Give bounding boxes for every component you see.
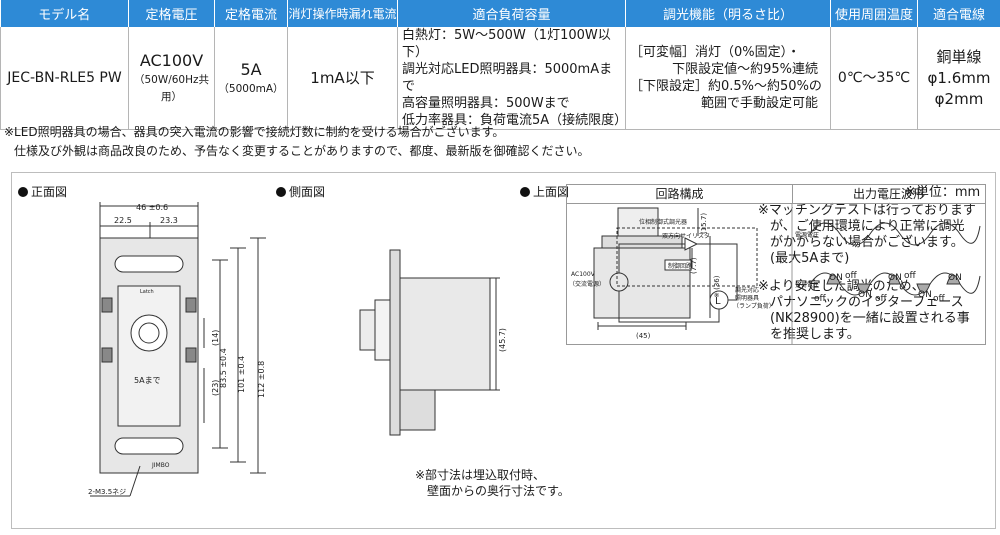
source-label: AC100V [571, 271, 596, 278]
wave-off-label: off [845, 271, 858, 281]
wave-on-label: ON [888, 273, 902, 283]
wave-off-label: off [904, 271, 917, 281]
unit-note: ※単位：mm [905, 185, 981, 200]
load-line: 調光対応LED照明器具：5000mAまで [402, 62, 613, 94]
drawing-panel [11, 172, 996, 529]
load-cell: 白熱灯：5W～500W（1灯100W以下） 調光対応LED照明器具：5000mA… [397, 27, 626, 130]
wire-line: φ2mm [934, 89, 984, 108]
dim-36: ※ (36) [713, 275, 721, 298]
dim-14: (14) [211, 330, 220, 346]
matching-note: ※マッチングテストは行っております が、ご使用環境により正常に調光 がかからない… [758, 203, 976, 266]
dim-w-total: 46 ±0.6 [136, 203, 168, 212]
voltage-value: AC100V [139, 51, 204, 70]
bullet-icon [18, 187, 28, 197]
load-line: 白熱灯：5W～500W（1灯100W以下） [402, 28, 611, 60]
header-dimming: 調光機能（明るさ比） [625, 0, 831, 27]
voltage-sub: （50W/60Hz共用） [133, 74, 210, 103]
current-cell: 5A （5000mA） [214, 27, 288, 130]
dim-7-7: (7.7) [690, 257, 698, 274]
dim-15-7: (15.7) [700, 213, 708, 234]
side-view-drawing: (45.7) [359, 249, 507, 436]
bullet-icon [520, 187, 530, 197]
dim-45-7: (45.7) [498, 328, 507, 352]
dimming-line: 範囲で手動設定可能 [700, 96, 818, 111]
lamp-symbol: L [715, 296, 721, 307]
dim-h2: 101 ±0.4 [237, 356, 246, 393]
dim-w-right: 23.3 [160, 216, 178, 225]
dimming-line: 下限設定値～約95%連続 [672, 62, 818, 77]
spec-value-row: JEC-BN-RLE5 PW AC100V （50W/60Hz共用） 5A （5… [0, 27, 1000, 130]
latch-label: Latch [140, 289, 154, 295]
brand-label: JIMBO [151, 462, 170, 469]
notes: ※LED照明器具の場合、器具の突入電流の影響で接続灯数に制約を受ける場合がござい… [4, 123, 590, 161]
top-view-title: 上面図 [520, 183, 569, 200]
header-current: 定格電流 [214, 0, 288, 27]
header-temp: 使用周囲温度 [830, 0, 918, 27]
current-value: 5A [240, 59, 262, 79]
waveform-title: 出力電圧波形 [793, 185, 985, 204]
triac-label: 双方向サイリスタ [662, 232, 710, 240]
circuit-box: 回路構成 出力電圧波形 位相制御式調光器 双方向サイリスタ 制御回路 AC100… [566, 184, 986, 345]
dimming-line: ［可変幅］消灯（0%固定）・ [630, 45, 801, 60]
header-model: モデル名 [0, 0, 129, 27]
header-wire: 適合電線 [917, 0, 1000, 27]
wave-load-label: 負荷電圧 [795, 281, 819, 289]
side-view-title: 側面図 [276, 183, 325, 200]
circuit-diagram: 位相制御式調光器 双方向サイリスタ 制御回路 AC100V （交流電源） L 調… [569, 204, 981, 344]
wire-cell: 銅単線 φ1.6mm φ2mm [917, 27, 1000, 130]
note-line: 仕様及び外観は商品改良のため、予告なく変更することがありますので、都度、最新版を… [14, 144, 590, 158]
load-line: 高容量照明器具：500Wまで [402, 96, 570, 111]
current-sub: （5000mA） [218, 82, 284, 95]
header-voltage: 定格電圧 [128, 0, 215, 27]
dim-45: (45) [636, 332, 651, 340]
spec-header-row: モデル名 定格電圧 定格電流 消灯操作時漏れ電流 適合負荷容量 調光機能（明るさ… [0, 0, 1000, 27]
lamp-label: 照明器具 [735, 295, 759, 302]
voltage-cell: AC100V （50W/60Hz共用） [128, 27, 215, 130]
wave-on-label: ON [948, 273, 962, 283]
source-sub-label: （交流電源） [569, 280, 605, 288]
header-leak: 消灯操作時漏れ電流 [287, 0, 398, 27]
bullet-icon [276, 187, 286, 197]
dim-h3: 112 ±0.8 [257, 361, 266, 398]
lamp-label: （ランプ負荷） [733, 302, 775, 310]
wire-line: 銅単線 [936, 47, 982, 66]
spec-table: モデル名 定格電圧 定格電流 消灯操作時漏れ電流 適合負荷容量 調光機能（明るさ… [0, 0, 1000, 130]
wave-source-label: 電源電圧 [795, 231, 819, 239]
lamp-label: 調光対応 [735, 286, 759, 294]
dimming-line: ［下限設定］約0.5%～約50%の [630, 79, 822, 94]
screw-label: 2-M3.5ネジ [88, 488, 126, 496]
wire-line: φ1.6mm [927, 68, 991, 87]
front-view-title: 正面図 [18, 183, 67, 200]
dimming-cell: ［可変幅］消灯（0%固定）・ 下限設定値～約95%連続 ［下限設定］約0.5%～… [625, 27, 831, 130]
temp-cell: 0℃～35℃ [830, 27, 918, 130]
wave-off-label: off [933, 294, 946, 304]
ctrl-label: 制御回路 [668, 262, 692, 270]
wave-on-label: ON [918, 290, 932, 300]
front-view-drawing: 46 ±0.6 22.5 23.3 Latch 5Aまで JIMBO 2-M3.… [88, 202, 266, 497]
header-load: 適合負荷容量 [397, 0, 626, 27]
wave-on-label: ON [858, 290, 872, 300]
side-note: ※部寸法は埋込取付時、 壁面からの奥行寸法です。 [415, 468, 570, 498]
knob-label: 5Aまで [134, 376, 161, 385]
circuit-title: 回路構成 [567, 185, 793, 204]
load-line: 低力率器具：負荷電流5A（接続限度） [402, 113, 626, 128]
dim-h1: 83.5 ±0.4 [219, 348, 228, 388]
wave-off-label: off [875, 294, 888, 304]
leak-cell: 1mA以下 [287, 27, 398, 130]
model-cell: JEC-BN-RLE5 PW [0, 27, 129, 130]
dimmer-label: 位相制御式調光器 [639, 218, 687, 226]
wave-on-label: ON [829, 273, 843, 283]
dim-23: (23) [211, 380, 220, 396]
dim-w-left: 22.5 [114, 216, 132, 225]
wave-off-label: off [814, 294, 827, 304]
note-line: ※LED照明器具の場合、器具の突入電流の影響で接続灯数に制約を受ける場合がござい… [4, 125, 505, 139]
